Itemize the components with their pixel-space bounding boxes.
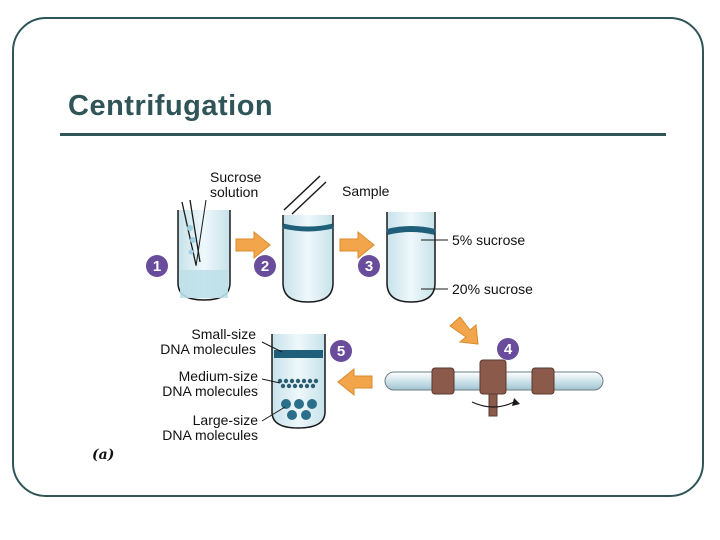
arrow-1-to-2 [235, 230, 271, 260]
five-percent-label: 5% sucrose [452, 232, 525, 248]
title-underline [60, 133, 666, 136]
medium-dna-dots [277, 378, 319, 389]
small-dna-label-line1: Small-size [191, 326, 256, 342]
slide-frame [12, 17, 704, 497]
step-markers: 1 2 3 4 5 [146, 255, 519, 362]
step-3-label: 3 [365, 258, 373, 275]
sample-label: Sample [342, 183, 390, 199]
step-5-label: 5 [337, 343, 345, 360]
tube-2 [282, 175, 334, 303]
large-dna-label-line2: DNA molecules [162, 427, 258, 443]
process-arrows [235, 230, 479, 397]
arrow-3-to-4 [449, 316, 479, 345]
step-2-label: 2 [261, 258, 269, 275]
large-dna-dots [281, 399, 317, 420]
tube-5 [261, 334, 326, 429]
figure-caption: (a) [92, 447, 114, 463]
tube-1 [177, 199, 231, 301]
sucrose-label-line1: Sucrose [210, 169, 262, 185]
large-dna-label-line1: Large-size [193, 412, 259, 428]
slide-title: Centrifugation [68, 90, 274, 122]
centrifuge-rotor [384, 359, 604, 417]
medium-dna-label-line1: Medium-size [179, 368, 259, 384]
tube-3 [386, 212, 448, 303]
twenty-percent-label: 20% sucrose [452, 281, 533, 297]
step-4-label: 4 [504, 341, 513, 358]
small-dna-label-line2: DNA molecules [160, 341, 256, 357]
step-1-label: 1 [153, 258, 161, 275]
arrow-4-to-5 [337, 367, 373, 397]
medium-dna-label-line2: DNA molecules [162, 383, 258, 399]
sucrose-label-line2: solution [210, 184, 258, 200]
arrow-2-to-3 [339, 230, 375, 260]
